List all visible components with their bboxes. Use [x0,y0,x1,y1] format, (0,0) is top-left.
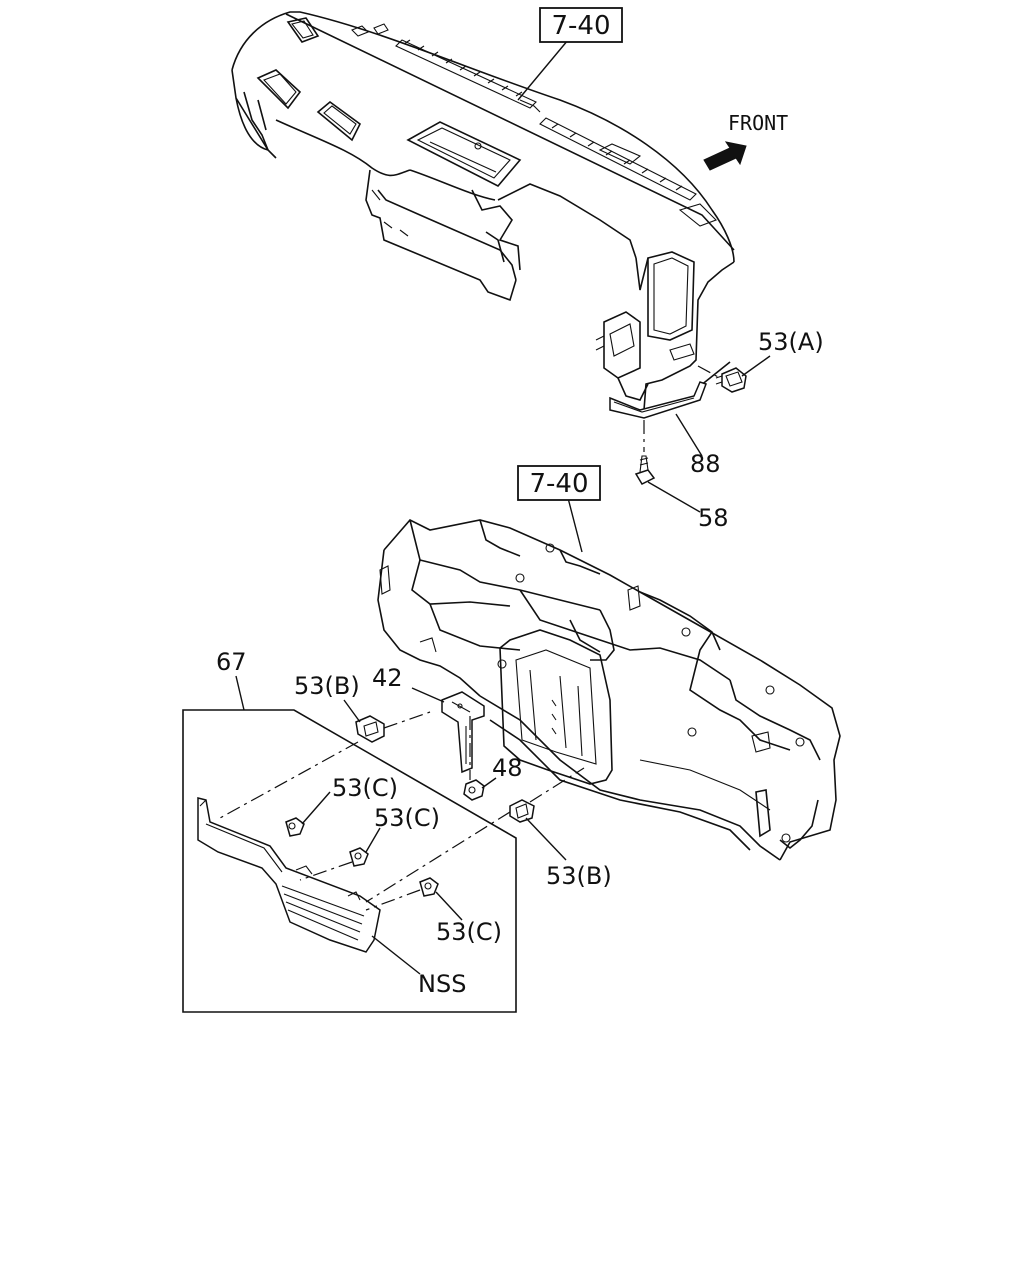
front-label: FRONT [728,111,788,135]
ref-label-upper: 7-40 [551,11,610,41]
callout-53b-bottom: 53(B) [546,862,612,890]
callout-88: 88 [690,450,721,478]
clip-53c-3 [419,877,439,897]
bracket-88 [609,381,707,419]
clip-53b-top [355,715,385,743]
ref-box-upper: 7-40 [539,7,623,43]
clip-53c-1 [285,817,305,837]
clip-53c-2 [349,847,369,867]
nut-48 [463,779,485,801]
callout-53a: 53(A) [758,328,824,356]
lower-frame [377,519,841,861]
callout-nss: NSS [418,970,466,998]
upper-instrument-panel [231,11,735,411]
assembly-67: 67 53(B) 53(C) [182,648,517,1013]
defroster-slots [395,39,717,227]
bracket-42 [441,691,485,774]
callout-53c-3: 53(C) [436,918,502,946]
front-arrow-icon [703,141,747,171]
callout-48: 48 [492,754,523,782]
callout-42: 42 [372,664,403,692]
callout-53c-2: 53(C) [374,804,440,832]
clip-53a [715,367,747,393]
callout-53b-top: 53(B) [294,672,360,700]
ref-label-lower: 7-40 [529,469,588,499]
ref-box-lower: 7-40 [517,465,601,501]
clip-53b-bottom [509,799,535,823]
callout-53c-1: 53(C) [332,774,398,802]
front-indicator: FRONT [703,111,788,171]
lower-cover-panel [197,797,381,953]
screw-58 [634,455,656,485]
callout-58: 58 [698,504,729,532]
callout-67: 67 [216,648,247,676]
